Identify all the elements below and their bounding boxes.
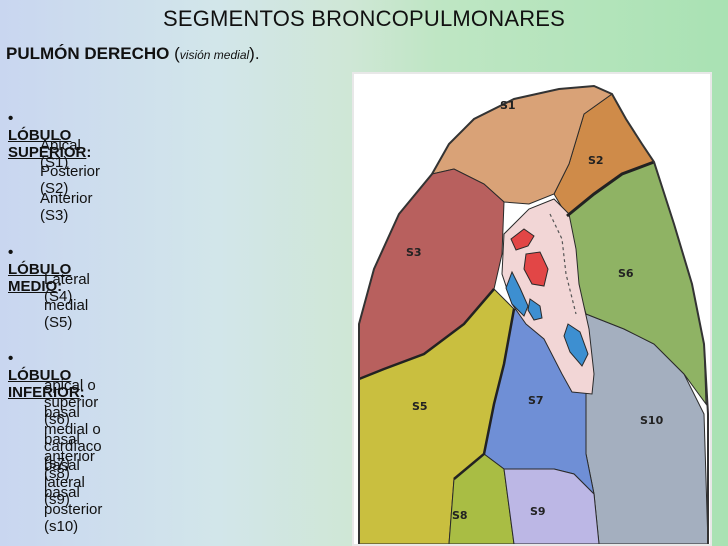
horizontal-fissure-line: [358, 288, 495, 381]
subtitle-open-paren: (: [169, 44, 180, 63]
label-s10: S10: [640, 414, 664, 427]
lobe-name: LÓBULO INFERIOR: [8, 367, 80, 401]
vein-shape: [563, 323, 589, 367]
bullet-icon: •: [8, 350, 14, 367]
lobe-colon: :: [79, 384, 85, 401]
segment-item: Posterior (S2): [40, 163, 101, 197]
lung-outline: [358, 84, 709, 544]
segment-item: basal posterior (s10): [44, 484, 103, 535]
segment-s8-region: [448, 453, 515, 544]
vein-shape: [527, 298, 543, 321]
subtitle-close-paren: ).: [249, 44, 260, 63]
subtitle-main: PULMÓN DERECHO: [6, 44, 170, 63]
lobe-heading-medio: •LÓBULO MEDIO:: [8, 244, 71, 295]
label-s6: S6: [618, 267, 634, 280]
label-s2: S2: [588, 154, 604, 167]
label-s9: S9: [530, 505, 546, 518]
slide-title: SEGMENTOS BRONCOPULMONARES: [162, 6, 566, 31]
lobe-colon: :: [57, 278, 63, 295]
label-s3: S3: [406, 246, 422, 259]
segment-item: Apical (S1): [40, 137, 81, 171]
segment-item: Anterior (S3): [40, 190, 93, 224]
label-s1: S1: [500, 99, 516, 112]
segment-s9-region: [503, 468, 600, 544]
segment-item: apical o superior (s6): [44, 377, 99, 428]
label-s8: S8: [452, 509, 468, 522]
oblique-fissure-line: [566, 160, 655, 218]
lung-diagram-svg: S1 S2 S3 S6 S5 S7 S10 S8 S9: [358, 84, 709, 544]
segment-item: medial (S5): [44, 297, 89, 331]
bronchus-outline: [549, 213, 577, 315]
segment-item: basal medial o cardíaco (s7): [44, 404, 102, 472]
lobe-heading-superior: •LÓBULO SUPERIOR:: [8, 110, 91, 161]
lung-diagram: S1 S2 S3 S6 S5 S7 S10 S8 S9: [352, 72, 712, 546]
segment-item: basal lateral (s9): [44, 457, 85, 508]
bullet-icon: •: [8, 110, 14, 127]
lobe-heading-inferior: •LÓBULO INFERIOR:: [8, 350, 85, 401]
label-s5: S5: [412, 400, 428, 413]
segment-item: Lateral (S4): [44, 271, 90, 305]
oblique-fissure-lower-line: [453, 308, 516, 480]
subtitle-view: visión medial: [179, 48, 250, 62]
lobe-name: LÓBULO SUPERIOR: [8, 127, 87, 161]
bullet-icon: •: [8, 244, 14, 261]
vein-shape: [505, 270, 529, 317]
lobe-colon: :: [86, 144, 92, 161]
segment-item: basal anterior (s8): [44, 431, 95, 482]
lobe-name: LÓBULO MEDIO: [8, 261, 72, 295]
artery-shape: [510, 228, 535, 251]
label-s7: S7: [528, 394, 544, 407]
artery-shape: [523, 251, 549, 287]
slide-subtitle: PULMÓN DERECHO (visión medial).: [6, 44, 260, 64]
